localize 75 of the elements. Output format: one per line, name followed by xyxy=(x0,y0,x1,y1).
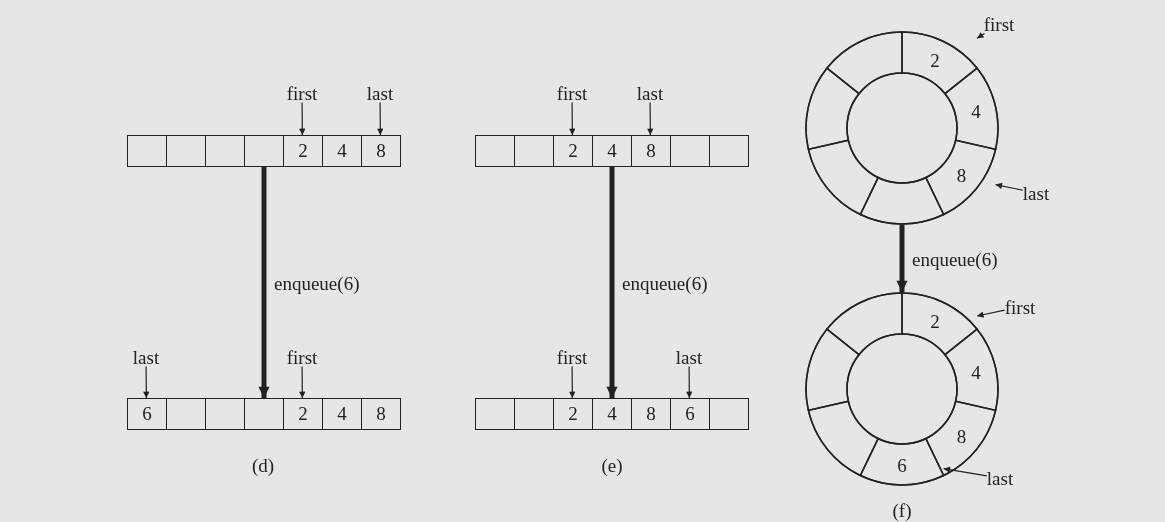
transition-arrow xyxy=(258,167,270,398)
pointer-label: last xyxy=(1022,183,1050,203)
ring-sector xyxy=(826,31,903,95)
array-cell xyxy=(709,135,748,167)
array-cell: 6 xyxy=(670,398,709,430)
array-cell xyxy=(670,135,709,167)
ring-sector: 8 xyxy=(925,139,997,216)
circular-buffer-ring xyxy=(805,31,999,225)
array-cell xyxy=(205,398,244,430)
ring-sector xyxy=(805,328,860,412)
array-cell xyxy=(244,398,283,430)
array-cell: 2 xyxy=(553,135,592,167)
ring-sector xyxy=(826,292,903,356)
array-cell: 4 xyxy=(322,135,361,167)
array-cell xyxy=(514,398,553,430)
array-cell xyxy=(127,135,166,167)
pointer-arrow xyxy=(976,32,986,39)
pointer-label: first xyxy=(286,347,318,367)
array-box xyxy=(475,135,749,167)
pointer-arrow xyxy=(299,101,306,136)
array-box xyxy=(127,135,401,167)
pointer-arrow xyxy=(976,309,1006,318)
pointer-label: first xyxy=(556,347,588,367)
array-cell: 4 xyxy=(322,398,361,430)
transition-arrow xyxy=(606,167,618,398)
array-cell: 8 xyxy=(631,135,670,167)
array-cell: 2 xyxy=(283,398,322,430)
array-cell: 2 xyxy=(283,135,322,167)
ring-sector: 2 xyxy=(901,292,978,356)
array-cell xyxy=(205,135,244,167)
array-cell: 4 xyxy=(592,398,631,430)
array-cell: 6 xyxy=(127,398,166,430)
pointer-arrow xyxy=(569,365,576,399)
array-cell xyxy=(166,398,205,430)
pointer-label: last xyxy=(636,83,664,103)
pointer-arrow xyxy=(299,365,306,399)
pointer-label: first xyxy=(983,14,1015,34)
pointer-arrow xyxy=(686,365,693,399)
ring-sector: 4 xyxy=(944,328,999,412)
pointer-arrow xyxy=(647,101,654,136)
pointer-label: last xyxy=(366,83,394,103)
ring-sector xyxy=(805,67,860,151)
panel-caption: (e) xyxy=(601,455,623,475)
ring-sector: 6 xyxy=(859,437,945,486)
pointer-label: first xyxy=(556,83,588,103)
array-cell xyxy=(166,135,205,167)
array-cell xyxy=(244,135,283,167)
pointer-arrow xyxy=(995,182,1024,191)
panel-caption: (f) xyxy=(892,500,912,520)
pointer-label: first xyxy=(1004,297,1036,317)
pointer-arrow xyxy=(377,101,384,136)
transition-arrow xyxy=(896,225,908,292)
array-cell: 2 xyxy=(553,398,592,430)
ring-sector: 2 xyxy=(901,31,978,95)
array-cell xyxy=(475,398,514,430)
ring-sector xyxy=(807,400,879,477)
ring-sector xyxy=(807,139,879,216)
ring-sector xyxy=(859,176,945,225)
pointer-label: last xyxy=(675,347,703,367)
ring-sector: 4 xyxy=(944,67,999,151)
array-cell: 8 xyxy=(361,398,400,430)
array-cell xyxy=(514,135,553,167)
pointer-label: first xyxy=(286,83,318,103)
panel-caption: (d) xyxy=(251,455,275,475)
array-cell xyxy=(475,135,514,167)
array-cell xyxy=(709,398,748,430)
pointer-label: last xyxy=(132,347,160,367)
array-cell: 8 xyxy=(631,398,670,430)
array-cell: 8 xyxy=(361,135,400,167)
pointer-arrow xyxy=(943,466,988,477)
pointer-arrow xyxy=(143,365,150,399)
array-box xyxy=(127,398,401,430)
array-box xyxy=(475,398,749,430)
array-cell: 4 xyxy=(592,135,631,167)
pointer-arrow xyxy=(569,101,576,136)
